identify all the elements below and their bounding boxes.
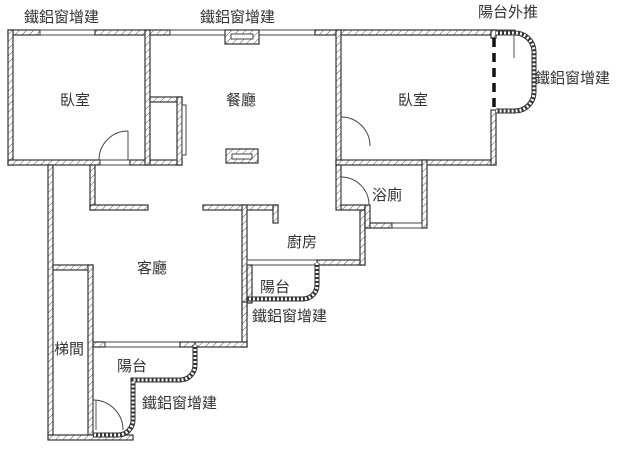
room-label-living: 客廳 xyxy=(137,259,167,277)
closet-right xyxy=(176,96,183,166)
room-label-balcony-kitchen: 陽台 xyxy=(260,278,290,296)
wall-stair-top xyxy=(52,264,94,271)
wall-bath-right xyxy=(421,159,428,229)
wall-corridor xyxy=(89,164,96,211)
wall-stair-right xyxy=(87,264,94,436)
wall-corridor-bottom xyxy=(89,204,149,211)
wall-balc-top-right xyxy=(179,341,196,348)
wall-living-step2 xyxy=(194,341,248,348)
wall-kitchen-stub xyxy=(272,204,279,224)
kitchen-window xyxy=(246,259,318,266)
bay-window xyxy=(496,30,537,114)
wall-bottom xyxy=(47,434,134,441)
kbalc-curve-inner xyxy=(247,263,319,301)
room-label-bathroom: 浴廁 xyxy=(372,186,402,204)
door-bathroom[interactable] xyxy=(340,176,370,206)
wall-dining-right xyxy=(335,29,342,211)
wall-bedroom-right xyxy=(144,29,151,166)
dining-pillar-inner xyxy=(231,153,253,160)
top-wall xyxy=(7,29,516,45)
room-label-stairwell: 梯間 xyxy=(54,340,84,358)
wall-bedroom-bottom-right xyxy=(129,159,183,166)
room-label-bedroom-right: 臥室 xyxy=(398,91,428,109)
lower-balcony-inner xyxy=(93,345,197,437)
room-label-bedroom-left: 臥室 xyxy=(60,91,90,109)
closet-door xyxy=(181,104,187,156)
door-threshold xyxy=(99,159,131,166)
door-bedroom-left[interactable] xyxy=(98,130,129,161)
wall-bath-left xyxy=(364,204,371,229)
annotation-bottom: 鐵鋁窗增建 xyxy=(142,394,217,412)
wall-balc-top-left xyxy=(92,341,106,348)
wall-kitchen-left xyxy=(241,204,248,316)
annotation-top-right: 陽台外推 xyxy=(478,3,538,21)
wall-kitchen-right xyxy=(359,209,366,266)
annotation-right: 鐵鋁窗增建 xyxy=(535,69,610,87)
wall-bath-entry xyxy=(340,204,366,211)
annotation-top-center: 鐵鋁窗增建 xyxy=(200,8,275,26)
door-lower-balcony[interactable] xyxy=(92,399,124,431)
door-bedroom-right[interactable] xyxy=(340,116,371,147)
wall-kitchen-top xyxy=(202,204,279,211)
wall-bedroom-bottom-left xyxy=(7,159,101,166)
wall-kbalc-left xyxy=(246,264,253,304)
room-label-balcony-lower: 陽台 xyxy=(117,357,147,375)
room-label-dining: 餐廳 xyxy=(226,91,256,109)
bath-window xyxy=(391,222,423,229)
wall-bedroom-right-right xyxy=(490,109,497,166)
annotation-middle: 鐵鋁窗增建 xyxy=(252,307,327,325)
wall-kitchen-bottom xyxy=(316,259,366,266)
wall-bedroom-right-bottom xyxy=(335,159,497,166)
bay-window-inner xyxy=(496,31,536,113)
wall-bedroom-right-corner xyxy=(490,29,497,39)
wall-living-step1 xyxy=(241,301,248,348)
wall-living-left xyxy=(47,164,54,436)
balcony-window xyxy=(104,341,181,348)
annotation-top-left: 鐵鋁窗增建 xyxy=(24,8,99,26)
room-label-kitchen: 廚房 xyxy=(287,233,317,251)
wall-left-bedroom xyxy=(7,29,14,166)
